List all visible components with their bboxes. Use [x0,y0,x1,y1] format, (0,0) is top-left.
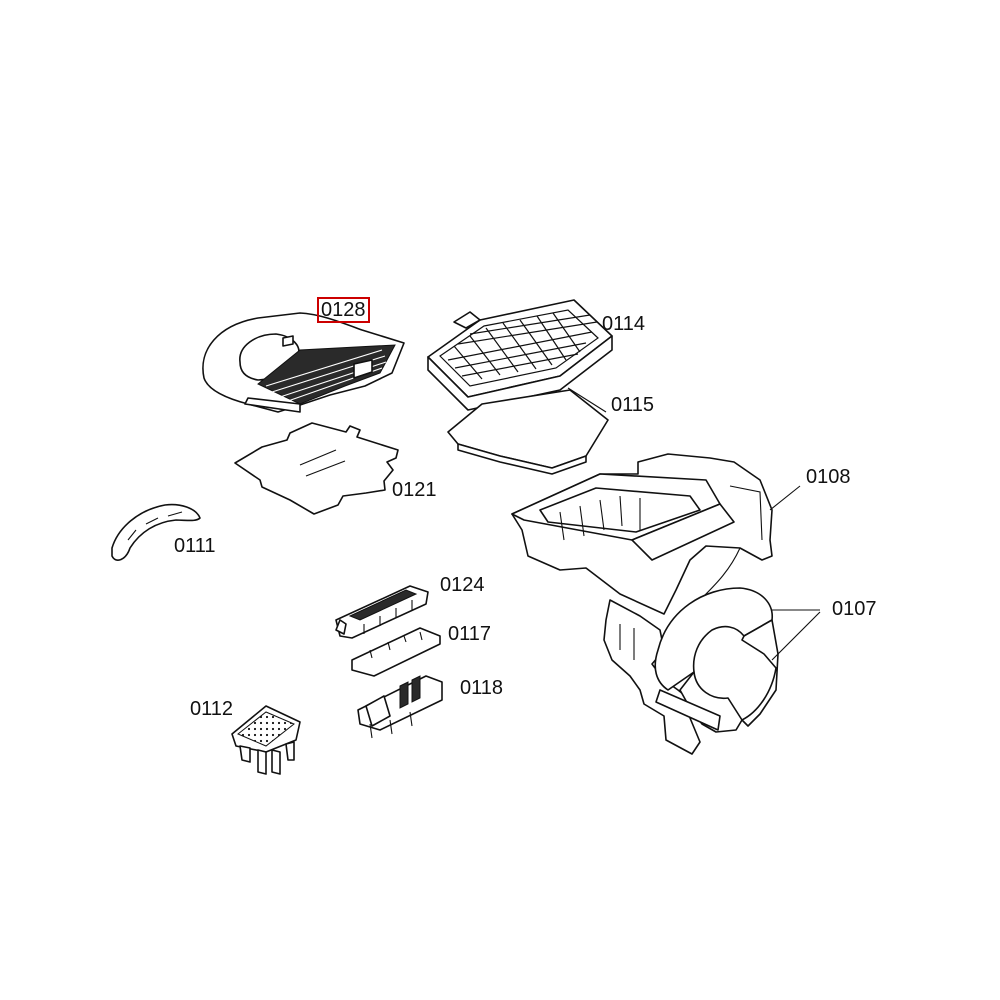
part-0112-button-cap[interactable] [231,705,301,775]
part-0128-grille-cover[interactable] [202,312,405,413]
callout-0115[interactable]: 0115 [611,394,655,416]
callout-0112[interactable]: 0112 [190,698,234,720]
leader-lines [567,387,821,661]
part-0111-clip[interactable] [111,503,201,561]
part-0117-circuit-board[interactable] [351,627,441,677]
callout-0118[interactable]: 0118 [460,677,504,699]
part-0115-foam-pad[interactable] [447,389,609,475]
callout-0108[interactable]: 0108 [806,466,851,488]
callout-0107[interactable]: 0107 [832,598,877,620]
callout-0117[interactable]: 0117 [448,623,492,645]
callout-0121[interactable]: 0121 [392,479,437,501]
part-0107-fan-shroud[interactable] [603,587,779,755]
callout-0114[interactable]: 0114 [602,313,646,335]
callout-0128[interactable]: 0128 [317,297,370,323]
part-0118-connector-block[interactable] [357,675,443,739]
part-0114-grid-filter[interactable] [427,299,613,411]
callout-0111[interactable]: 0111 [174,535,216,557]
part-0121-filter-sheet[interactable] [234,422,399,515]
part-0108-housing[interactable] [511,453,773,615]
part-0124-switch-strip[interactable] [335,585,429,639]
callout-0124[interactable]: 0124 [440,574,485,596]
